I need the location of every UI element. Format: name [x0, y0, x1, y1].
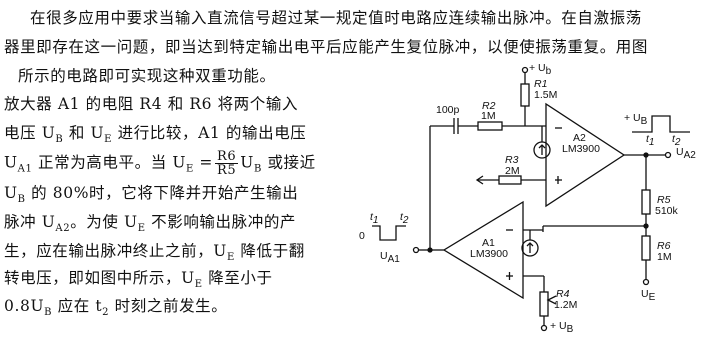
label-ub-right: + UB	[624, 112, 648, 128]
label-r4-value: 1.2M	[554, 299, 578, 311]
label-r3-value: 2M	[505, 165, 520, 177]
label-r6: R6	[657, 240, 671, 252]
label-ub-bottom: + UB	[550, 320, 574, 336]
label-ua2: UA2	[676, 146, 696, 162]
label-r1: R1	[534, 78, 548, 90]
label-a1-chip: LM3900	[470, 248, 508, 260]
opamp-a1	[442, 200, 524, 300]
label-r3: R3	[505, 154, 519, 166]
text-line-1: 在很多应用中要求当输入直流信号超过某一规定值时电路应连续输出脉冲。在自激振荡	[30, 9, 642, 27]
text-line-4: 放大器 A1 的电阻 R4 和 R6 将两个输入	[4, 95, 299, 113]
text-line-2: 器里即存在这一问题，即当达到特定输出电平后应能产生复位脉冲，以便使振荡重复。用图	[4, 38, 649, 56]
text-line-3: 所示的电路即可实现这种双重功能。	[18, 67, 276, 85]
label-ua1: UA1	[380, 250, 400, 266]
label-ue: UE	[641, 288, 656, 304]
text-line-10: 转电压，即如图中所示，UE 降至小于	[4, 269, 273, 291]
label-r5: R5	[657, 194, 671, 206]
label-capacitor: 100p	[436, 104, 460, 116]
input-pulse-waveform	[372, 225, 406, 241]
label-a2: A2	[573, 132, 586, 144]
text-line-11: 0.8UB 应在 t2 时刻之前发生。	[4, 297, 228, 319]
text-line-9: 生，应在输出脉冲终止之前，UE 降低于翻	[4, 242, 305, 264]
text-line-7: UB 的 80%时，它将下降并开始产生输出	[4, 184, 299, 206]
label-r6-value: 1M	[657, 251, 672, 263]
label-a2-chip: LM3900	[562, 143, 600, 155]
opamp-a2	[545, 102, 626, 208]
label-ub-top: + Ub	[529, 62, 552, 78]
label-r5-value: 510k	[655, 205, 678, 217]
label-r1-value: 1.5M	[534, 89, 558, 101]
label-a1: A1	[482, 237, 495, 249]
label-r2: R2	[482, 100, 496, 112]
label-t2-right: t2	[672, 133, 681, 149]
label-zero: 0	[359, 230, 365, 242]
label-t1-right: t1	[646, 133, 655, 149]
text-line-5: 电压 UB 和 UE 进行比较，A1 的输出电压	[4, 124, 307, 146]
text-line-8: 脉冲 UA2。为使 UE 不影响输出脉冲的产	[4, 213, 297, 235]
label-r4: R4	[556, 288, 570, 300]
label-t1-left: t1	[370, 211, 379, 227]
label-r2-value: 1M	[481, 110, 496, 122]
label-t2-left: t2	[400, 211, 409, 227]
output-pulse-waveform	[632, 115, 690, 133]
